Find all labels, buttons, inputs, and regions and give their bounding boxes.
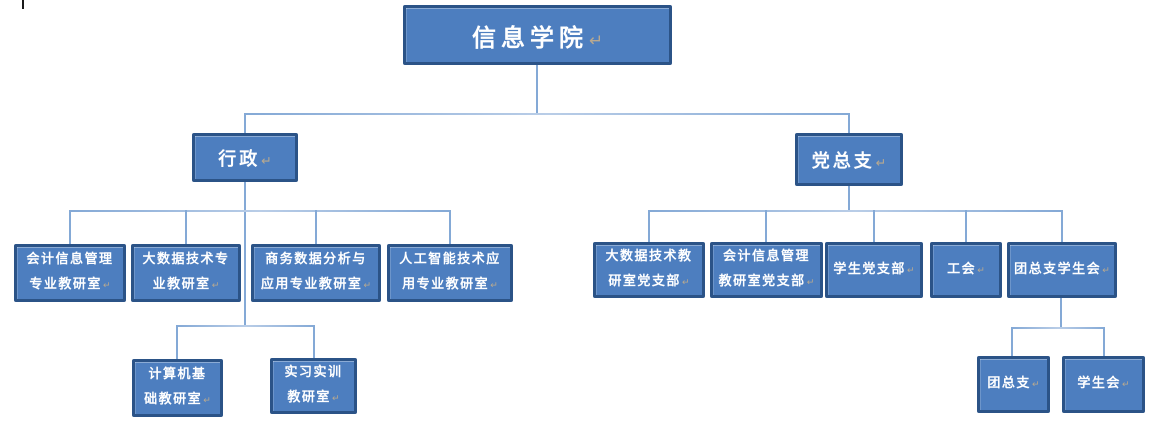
connector-admin-children-horizontal: [70, 210, 451, 212]
node-student-party-branch[interactable]: 学生党支部↵: [825, 242, 923, 298]
node-ai-tech-office[interactable]: 人工智能技术应 用专业教研室↵: [387, 244, 513, 302]
return-mark: ↵: [588, 29, 604, 50]
text-cursor: [22, 0, 24, 9]
node-labor-union[interactable]: 工会↵: [930, 242, 1002, 298]
node-label: 团总支: [987, 376, 1031, 391]
node-label: 计算机基: [148, 367, 207, 382]
node-label: 学生会: [1077, 376, 1121, 391]
connector-admin-lower-horizontal: [177, 325, 315, 327]
node-label: 商务数据分析与: [265, 252, 367, 267]
node-bigdata-party-branch[interactable]: 大数据技术教 研室党支部↵: [593, 242, 705, 298]
return-mark: ↵: [261, 152, 272, 168]
node-league-student-union[interactable]: 团总支学生会↵: [1007, 242, 1117, 298]
connector-d2-drop: [1103, 327, 1105, 356]
connector-admin-up: [244, 113, 246, 133]
node-label: 础教研室: [144, 392, 203, 407]
node-label: 党总支: [811, 150, 875, 172]
return-mark: ↵: [906, 265, 915, 276]
node-label: 教研室: [287, 390, 331, 405]
node-label: 应用专业教研室: [260, 277, 363, 292]
connector-d1-drop: [1011, 327, 1013, 356]
node-computer-basics-office[interactable]: 计算机基 础教研室↵: [132, 359, 223, 417]
return-mark: ↵: [1031, 380, 1040, 390]
return-mark: ↵: [203, 396, 211, 406]
return-mark: ↵: [363, 281, 372, 291]
node-practice-training-office[interactable]: 实习实训 教研室↵: [270, 358, 357, 414]
node-label: 信息学院: [471, 23, 588, 52]
connector-root-down: [536, 65, 538, 113]
return-mark: ↵: [211, 281, 220, 291]
node-label: 会计信息管理: [722, 249, 810, 264]
connector-level2-horizontal: [245, 113, 850, 115]
return-mark: ↵: [875, 154, 887, 170]
node-label: 教研室党支部: [718, 274, 806, 289]
return-mark: ↵: [331, 394, 340, 404]
return-mark: ↵: [1102, 265, 1110, 276]
connector-b4-drop: [965, 210, 967, 242]
connector-b2-drop: [765, 210, 767, 242]
node-party-branch[interactable]: 党总支↵: [795, 133, 903, 186]
connector-c1-drop: [176, 325, 178, 359]
node-accounting-party-branch[interactable]: 会计信息管理 教研室党支部↵: [710, 242, 823, 298]
node-accounting-info-mgmt-office[interactable]: 会计信息管理 专业教研室↵: [14, 244, 126, 302]
node-bigdata-tech-office[interactable]: 大数据技术专 业教研室↵: [131, 244, 241, 302]
node-label: 会计信息管理: [26, 252, 114, 267]
connector-party-down: [848, 186, 850, 210]
node-league-branch[interactable]: 团总支↵: [977, 356, 1050, 413]
node-label: 学生党支部: [833, 261, 906, 277]
node-label: 业教研室: [152, 277, 211, 292]
connector-c2-drop: [313, 325, 315, 358]
return-mark: ↵: [806, 278, 815, 288]
return-mark: ↵: [102, 281, 111, 291]
node-student-union[interactable]: 学生会↵: [1062, 356, 1145, 413]
return-mark: ↵: [681, 278, 690, 288]
node-label: 大数据技术教: [605, 249, 693, 264]
connector-party-children-horizontal: [649, 210, 1062, 212]
node-college-root[interactable]: 信息学院↵: [403, 5, 672, 65]
connector-a2-drop: [185, 210, 187, 244]
connector-b5-drop: [1061, 210, 1063, 242]
connector-b5-down: [1060, 298, 1062, 327]
node-label: 行政: [218, 148, 261, 170]
node-label: 实习实训: [284, 365, 343, 380]
node-business-data-analysis-office[interactable]: 商务数据分析与 应用专业教研室↵: [251, 244, 381, 302]
return-mark: ↵: [977, 265, 985, 276]
node-label: 人工智能技术应: [399, 252, 501, 267]
node-label: 专业教研室: [29, 277, 102, 292]
connector-league-lower-horizontal: [1012, 327, 1105, 329]
node-label: 研室党支部: [608, 274, 681, 289]
node-label: 团总支学生会: [1014, 261, 1102, 277]
node-label: 用专业教研室: [402, 277, 490, 292]
connector-a4-drop: [449, 210, 451, 244]
node-label: 大数据技术专: [142, 252, 230, 267]
connector-admin-down: [244, 182, 246, 325]
return-mark: ↵: [490, 281, 498, 291]
connector-party-up: [848, 113, 850, 133]
connector-a3-drop: [315, 210, 317, 244]
node-admin-branch[interactable]: 行政↵: [192, 133, 298, 182]
node-label: 工会: [947, 261, 977, 277]
connector-b3-drop: [873, 210, 875, 242]
return-mark: ↵: [1121, 380, 1130, 390]
connector-a1-drop: [69, 210, 71, 244]
connector-b1-drop: [648, 210, 650, 242]
